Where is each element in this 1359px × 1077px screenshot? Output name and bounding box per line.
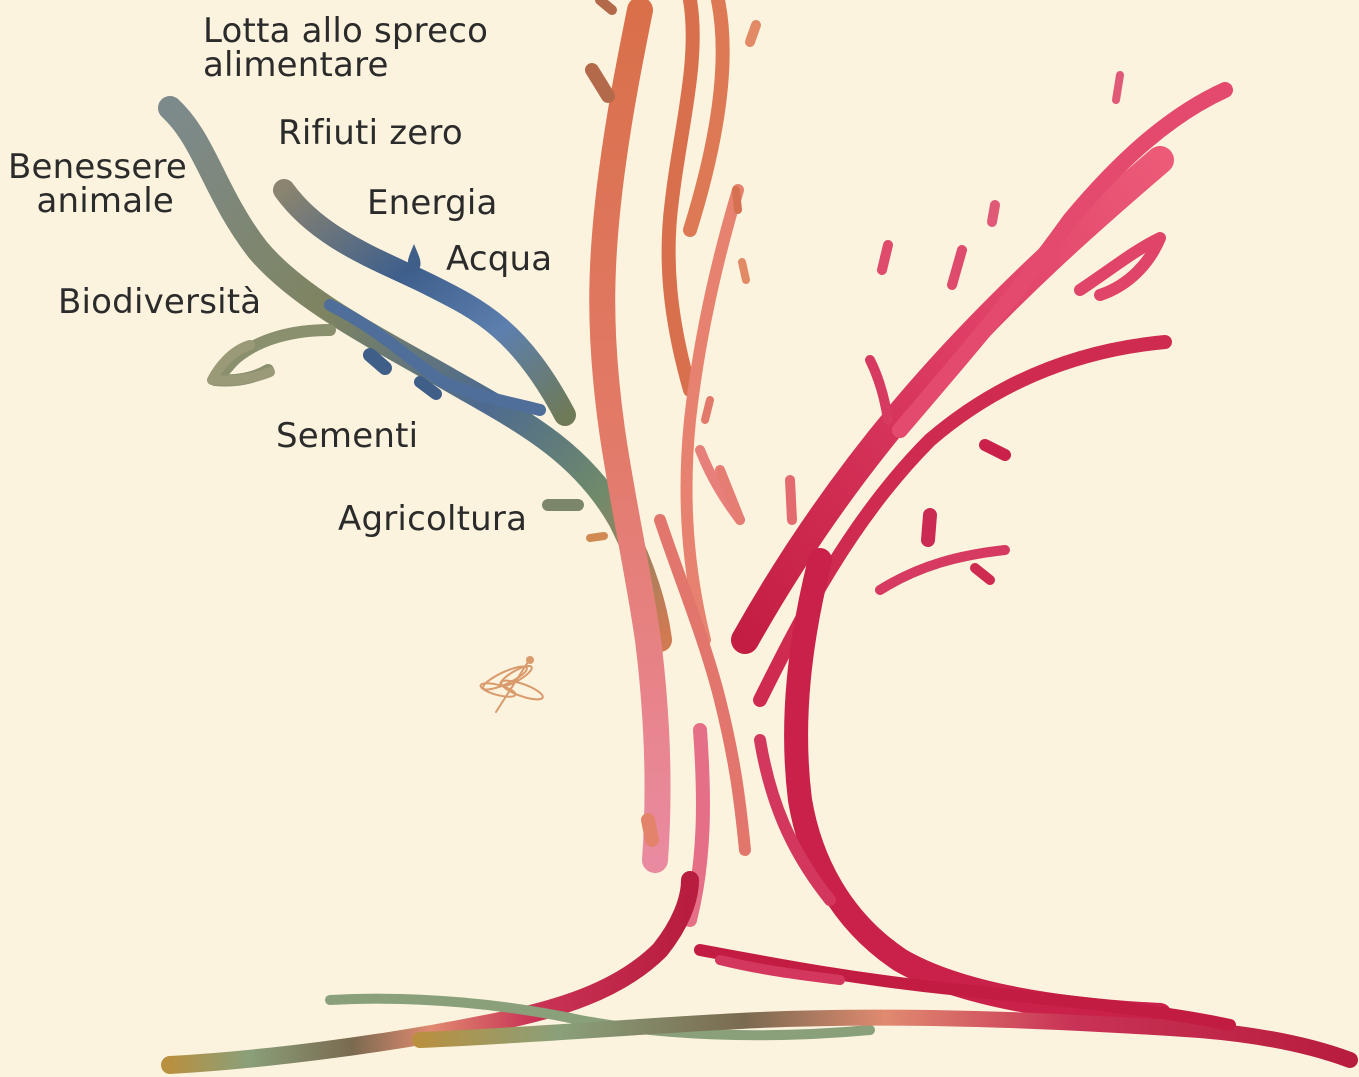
label-rifiuti-zero: Rifiuti zero [278,116,463,150]
branch-right-tip [1080,238,1160,295]
label-biodiversita: Biodiversità [58,285,261,319]
branch-right-stem [870,360,888,420]
label-lotta-allo-spreco-text: Lotta allo spreco alimentare [203,11,488,85]
water-drop-icon [408,244,421,272]
trunk-stripe-1 [669,0,693,390]
trunk-right-lower [796,560,1160,1015]
label-energia: Energia [367,186,498,220]
label-benessere-animale-text: Benessere animale [8,147,187,221]
label-benessere-animale: Benessere animale [8,150,174,218]
trunk-stripe-3 [686,190,738,640]
trunk-left [602,10,657,860]
branch-right-twig [880,550,1005,590]
label-lotta-allo-spreco: Lotta allo spreco alimentare [203,14,488,82]
label-agricoltura: Agricoltura [338,502,527,536]
label-sementi: Sementi [276,419,418,453]
dragonfly-icon [479,657,544,712]
label-acqua: Acqua [446,242,552,276]
leaf-marks [370,0,1120,840]
